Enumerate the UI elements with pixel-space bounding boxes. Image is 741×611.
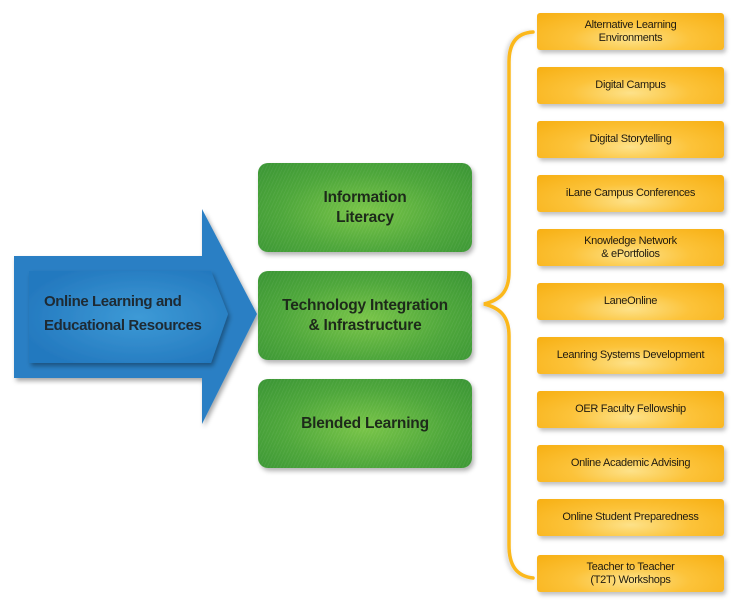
program-laneonline: LaneOnline [537,283,724,320]
category-label: Blended Learning [301,414,429,432]
category-information-literacy: Information Literacy [258,163,472,252]
program-online-academic-advising: Online Academic Advising [537,445,724,482]
program-label: LaneOnline [603,295,658,307]
program-label: OER Faculty Fellowship [575,403,686,415]
program-ilane-campus-conferences: iLane Campus Conferences [537,175,724,212]
category-label: Information Literacy [323,188,407,226]
category-blended-learning: Blended Learning [258,379,472,468]
source-label: Online Learning and Educational Resource… [44,293,202,334]
program-digital-storytelling: Digital Storytelling [537,121,724,158]
program-label: Online Academic Advising [570,457,691,469]
program-knowledge-network: Knowledge Network & ePortfolios [537,229,724,266]
program-learning-systems-development: Leanring Systems Development [537,337,724,374]
program-oer-faculty-fellowship: OER Faculty Fellowship [537,391,724,428]
program-label: Online Student Preparedness [562,511,699,523]
program-label: iLane Campus Conferences [565,187,696,199]
program-teacher-to-teacher: Teacher to Teacher (T2T) Workshops [537,555,724,592]
program-alternative-learning: Alternative Learning Environments [537,13,724,50]
program-online-student-preparedness: Online Student Preparedness [537,499,724,536]
program-label: Knowledge Network & ePortfolios [584,234,677,260]
arrow-inner-panel [29,271,228,363]
program-digital-campus: Digital Campus [537,67,724,104]
program-label: Alternative Learning Environments [584,18,677,44]
program-label: Digital Storytelling [589,133,672,145]
program-label: Leanring Systems Development [556,349,705,361]
brace-path [483,30,535,580]
program-label: Digital Campus [595,79,666,91]
category-label: Technology Integration & Infrastructure [282,296,448,334]
category-technology-integration: Technology Integration & Infrastructure [258,271,472,360]
program-label: Teacher to Teacher (T2T) Workshops [586,560,675,586]
